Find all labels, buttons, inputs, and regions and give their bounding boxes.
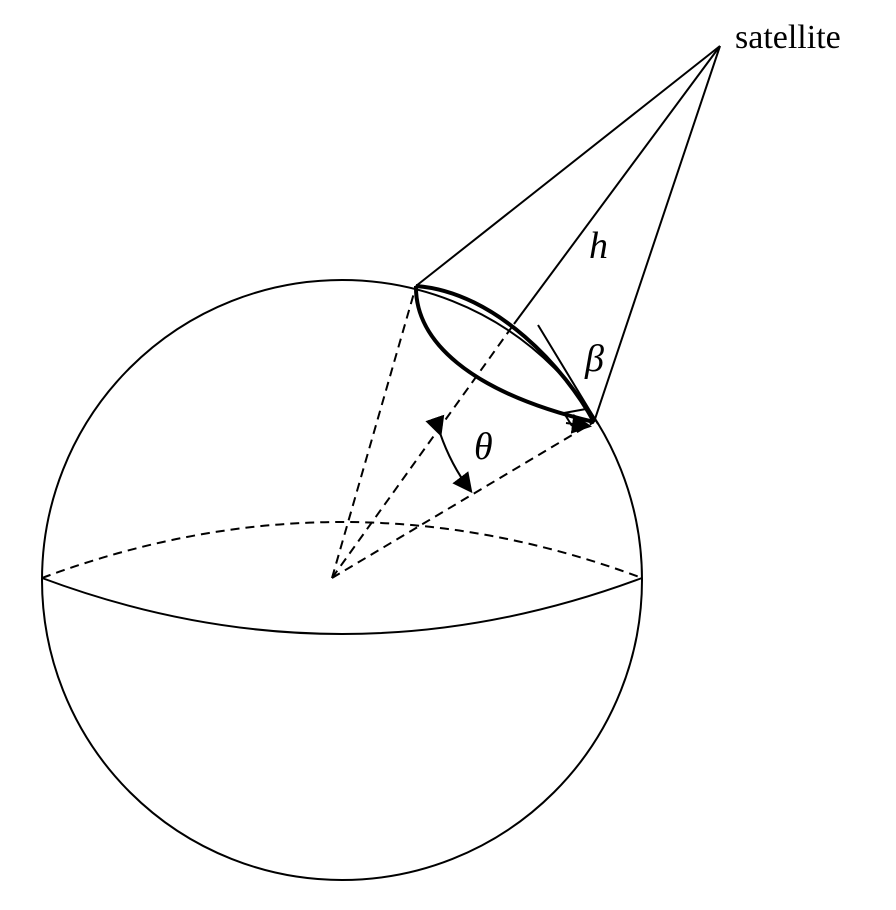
equator-front-solid — [41, 577, 643, 635]
equator-back-dashed — [41, 521, 643, 579]
cone-edge-right — [593, 45, 721, 423]
beta-label: β — [584, 338, 604, 380]
cone-edge-left — [415, 45, 721, 287]
theta-label: θ — [474, 426, 493, 468]
tangent-line — [537, 324, 599, 425]
center-to-cap-right-dashed — [331, 421, 595, 579]
earth-sphere — [41, 279, 643, 881]
coverage-cap-front — [413, 285, 595, 424]
coverage-cap-back — [415, 284, 596, 423]
right-angle-marker — [562, 408, 587, 427]
center-to-nadir-dashed — [331, 323, 515, 579]
satellite-to-center-line — [513, 45, 721, 325]
cap-edge-arrow — [565, 413, 592, 434]
satellite-label: satellite — [735, 19, 841, 56]
theta-angle-arc — [425, 414, 473, 494]
height-label: h — [589, 225, 608, 267]
center-to-cap-left-dashed — [331, 285, 417, 579]
